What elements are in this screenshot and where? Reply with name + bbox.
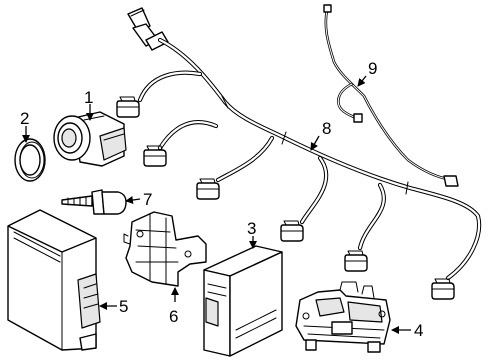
bulb (61, 189, 127, 215)
harness-plug (116, 96, 140, 118)
wiring-harness (116, 7, 482, 300)
harness-plug (431, 278, 455, 300)
antenna-lead (323, 4, 459, 187)
callout-2: 2 (20, 109, 29, 128)
callout-7: 7 (143, 190, 152, 209)
harness-plug (344, 250, 368, 272)
callout-4: 4 (414, 321, 423, 340)
harness-top-connector (127, 7, 169, 51)
callout-1: 1 (84, 88, 93, 107)
callout-6: 6 (169, 307, 178, 326)
parking-sensor (53, 111, 127, 167)
callout-8: 8 (322, 119, 331, 138)
callout-9: 9 (368, 59, 377, 78)
electronic-unit (203, 245, 283, 357)
mounting-bracket (123, 211, 207, 287)
harness-plug (280, 220, 304, 242)
callout-5: 5 (119, 297, 128, 316)
sensor-ring (14, 138, 46, 182)
callout-3: 3 (247, 219, 256, 238)
harness-plug (196, 178, 220, 200)
harness-plug (143, 145, 167, 167)
callout-arrows (22, 75, 411, 334)
control-module (7, 209, 101, 351)
switch-block (295, 281, 391, 353)
